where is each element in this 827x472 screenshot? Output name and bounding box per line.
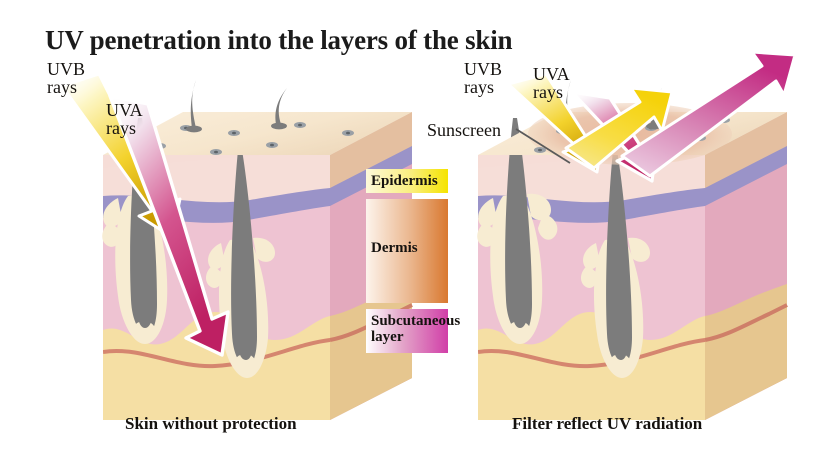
ray-label-line1: UVB: [464, 59, 503, 79]
legend-label-epidermis: Epidermis: [371, 173, 438, 189]
sunscreen-label-text: Sunscreen: [427, 120, 501, 140]
ray-label-uvb-right: UVB rays: [464, 60, 502, 97]
legend-label-dermis: Dermis: [371, 240, 418, 256]
ray-label-uvb-left: UVB rays: [47, 60, 85, 97]
uva-ray-left: [108, 94, 230, 357]
hair-follicle: [205, 150, 275, 378]
ray-label-line1: UVB: [47, 59, 86, 79]
legend-swatch-subcutaneous: [366, 309, 448, 353]
ray-label-line2: rays: [106, 118, 136, 139]
ray-label-line2: rays: [533, 82, 563, 103]
hair-follicle: [580, 150, 650, 378]
ray-label-line1: UVA: [533, 64, 570, 84]
sunscreen-label: Sunscreen: [427, 120, 501, 140]
ray-label-uva-right: UVA rays: [533, 65, 570, 102]
caption-left: Skin without protection: [125, 414, 297, 433]
legend-swatch-dermis: [366, 199, 448, 303]
ray-label-line1: UVA: [106, 100, 143, 120]
sunscreen-leader-line: [515, 128, 571, 164]
skin-pores: [154, 122, 354, 155]
legend-label-subcutaneous: Subcutaneous layer: [371, 313, 461, 346]
ray-label-uva-left: UVA rays: [106, 101, 143, 138]
uvb-ray-right-reflected: [564, 86, 674, 170]
legend: [366, 169, 448, 353]
skin-side-layers: [704, 146, 788, 420]
ray-label-line2: rays: [464, 77, 494, 98]
uva-ray-right-reflected: [620, 50, 797, 178]
caption-right: Filter reflect UV radiation: [512, 414, 703, 433]
skin-block-right: [477, 50, 797, 420]
skin-top-surface: [103, 112, 412, 155]
surface-hairs: [186, 80, 287, 133]
ray-label-line2: rays: [47, 77, 77, 98]
legend-swatch-epidermis: [366, 169, 448, 193]
page-title: UV penetration into the layers of the sk…: [45, 25, 513, 55]
hair-follicle: [477, 118, 558, 344]
